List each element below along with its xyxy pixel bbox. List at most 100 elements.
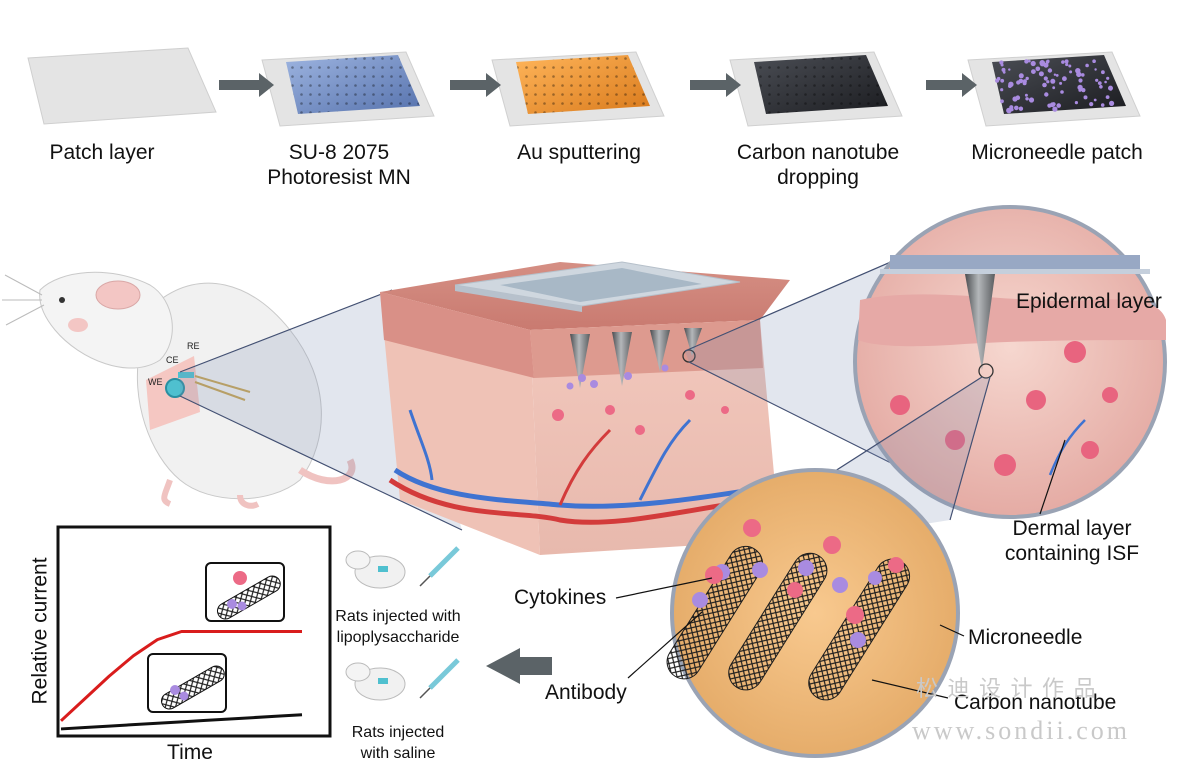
rat-saline-illustration xyxy=(345,658,460,701)
rats-saline-label: Rats injected xyxy=(351,724,445,741)
step-2-label: SU-8 2075 xyxy=(288,141,390,164)
patch-antibody-dot xyxy=(1076,71,1082,78)
patch-antibody-dot xyxy=(1000,99,1004,104)
re-label: RE xyxy=(187,341,200,351)
patch-antibody-dot xyxy=(1008,84,1012,88)
patch-antibody-dot xyxy=(1105,95,1110,99)
patch-antibody-dot xyxy=(1001,67,1006,72)
patch-antibody-dot xyxy=(1020,79,1023,82)
patch-antibody-dot xyxy=(1104,80,1107,84)
patch-antibody-dot xyxy=(1031,69,1036,74)
patch-antibody-dot xyxy=(1109,100,1115,106)
patch-antibody-dot xyxy=(1106,76,1110,80)
chart-xlabel: Time xyxy=(167,741,213,764)
rat-lps-illustration xyxy=(345,546,460,589)
patch-antibody-dot xyxy=(1055,74,1059,77)
patch-antibody-dot xyxy=(1059,81,1063,85)
patch-antibody-dot xyxy=(1068,64,1072,68)
patch-antibody-dot xyxy=(1092,59,1096,63)
step-1-label: Patch layer xyxy=(49,141,155,164)
epidermal-layer-label: Epidermal layer xyxy=(1016,290,1162,313)
dermal-layer-label-line2: containing ISF xyxy=(1004,542,1140,565)
patch-antibody-dot xyxy=(1000,78,1005,83)
patch-antibody-dot xyxy=(1039,60,1045,66)
patch-antibody-dot xyxy=(995,78,1000,83)
patch-antibody-dot xyxy=(1046,80,1050,84)
ce-label: CE xyxy=(166,355,179,365)
patch-antibody-dot xyxy=(1025,97,1029,101)
step-4-label: Carbon nanotube xyxy=(736,141,900,164)
carbon-nanotube-label: Carbon nanotube xyxy=(954,691,1117,714)
patch-antibody-dot xyxy=(1028,97,1035,103)
patch-antibody-dot xyxy=(1030,60,1036,67)
dermal-layer-label: Dermal layer xyxy=(1012,517,1132,540)
rat-illustration xyxy=(2,271,356,509)
chart-ylabel: Relative current xyxy=(28,557,52,705)
patch-antibody-dot xyxy=(1052,106,1058,112)
patch-antibody-dot xyxy=(1044,92,1049,97)
patch-antibody-dot xyxy=(1047,103,1052,108)
patch-antibody-dot xyxy=(1010,108,1014,112)
patch-antibody-dot xyxy=(1045,60,1050,64)
patch-antibody-dot xyxy=(1069,70,1073,74)
relative-current-chart xyxy=(56,525,332,738)
patch-antibody-dot xyxy=(1053,73,1057,76)
patch-antibody-dot xyxy=(1050,78,1056,84)
patch-antibody-dot xyxy=(1035,66,1041,72)
patch-antibody-dot xyxy=(1012,96,1018,102)
patch-antibody-dot xyxy=(1006,107,1012,114)
step-3-label: Au sputtering xyxy=(517,141,641,164)
patch-antibody-dot xyxy=(1061,60,1065,64)
patch-antibody-dot xyxy=(1042,82,1047,88)
patch-antibody-dot xyxy=(1101,70,1105,75)
patch-antibody-dot xyxy=(1028,59,1031,63)
zoom-lines-needle xyxy=(684,257,906,471)
patch-antibody-dot xyxy=(1109,87,1113,91)
patch-antibody-dot xyxy=(1085,63,1089,68)
process-arrows xyxy=(219,73,977,97)
step-microneedle-patch xyxy=(967,51,1141,127)
step-4-label-line2: dropping xyxy=(777,166,859,189)
watermark-url: www.sondii.com xyxy=(912,716,1130,745)
patch-antibody-dot xyxy=(1064,59,1069,64)
patch-antibody-dot xyxy=(1097,81,1102,85)
patch-antibody-dot xyxy=(1022,79,1027,84)
patch-antibody-dot xyxy=(1060,90,1064,94)
patch-antibody-dot xyxy=(1047,68,1053,73)
patch-antibody-dot xyxy=(1081,73,1085,77)
patch-antibody-dot xyxy=(1000,63,1004,67)
patch-antibody-dot xyxy=(1056,103,1061,108)
patch-antibody-dot xyxy=(1081,88,1086,93)
patch-antibody-dot xyxy=(1095,78,1099,82)
step-2-label-line2: Photoresist MN xyxy=(267,166,411,189)
patch-antibody-dot xyxy=(1024,59,1029,64)
back-arrow xyxy=(486,648,552,684)
microneedle-label: Microneedle xyxy=(968,626,1083,649)
patch-antibody-dot xyxy=(1000,88,1004,92)
rats-saline-label-line2: with saline xyxy=(360,745,436,762)
patch-antibody-dot xyxy=(1052,86,1056,90)
rats-lps-label: Rats injected with xyxy=(335,608,461,625)
watermark-cn: 松 迪 设 计 作 品 xyxy=(916,676,1098,701)
antibody-label: Antibody xyxy=(545,681,627,704)
patch-antibody-dot xyxy=(1089,102,1094,107)
patch-antibody-dot xyxy=(1008,68,1011,71)
patch-antibody-dot xyxy=(1094,68,1097,71)
patch-antibody-dot xyxy=(1074,101,1078,105)
cytokines-label: Cytokines xyxy=(514,586,607,609)
zoom-lines-rat xyxy=(179,289,463,531)
we-label: WE xyxy=(148,377,163,387)
skin-block xyxy=(380,261,790,555)
patch-antibody-dot xyxy=(1100,103,1105,107)
step-cnt-dropping xyxy=(729,51,903,127)
leader-lines xyxy=(615,439,1066,699)
patch-antibody-dot xyxy=(1025,76,1029,81)
step-su8-mn xyxy=(261,51,435,127)
patch-antibody-dot xyxy=(1014,105,1019,111)
patch-antibody-dot xyxy=(1077,84,1083,91)
chart-series-line-1 xyxy=(59,630,302,722)
zoom-circle-molecular xyxy=(666,468,960,758)
step-5-label: Microneedle patch xyxy=(971,141,1143,164)
